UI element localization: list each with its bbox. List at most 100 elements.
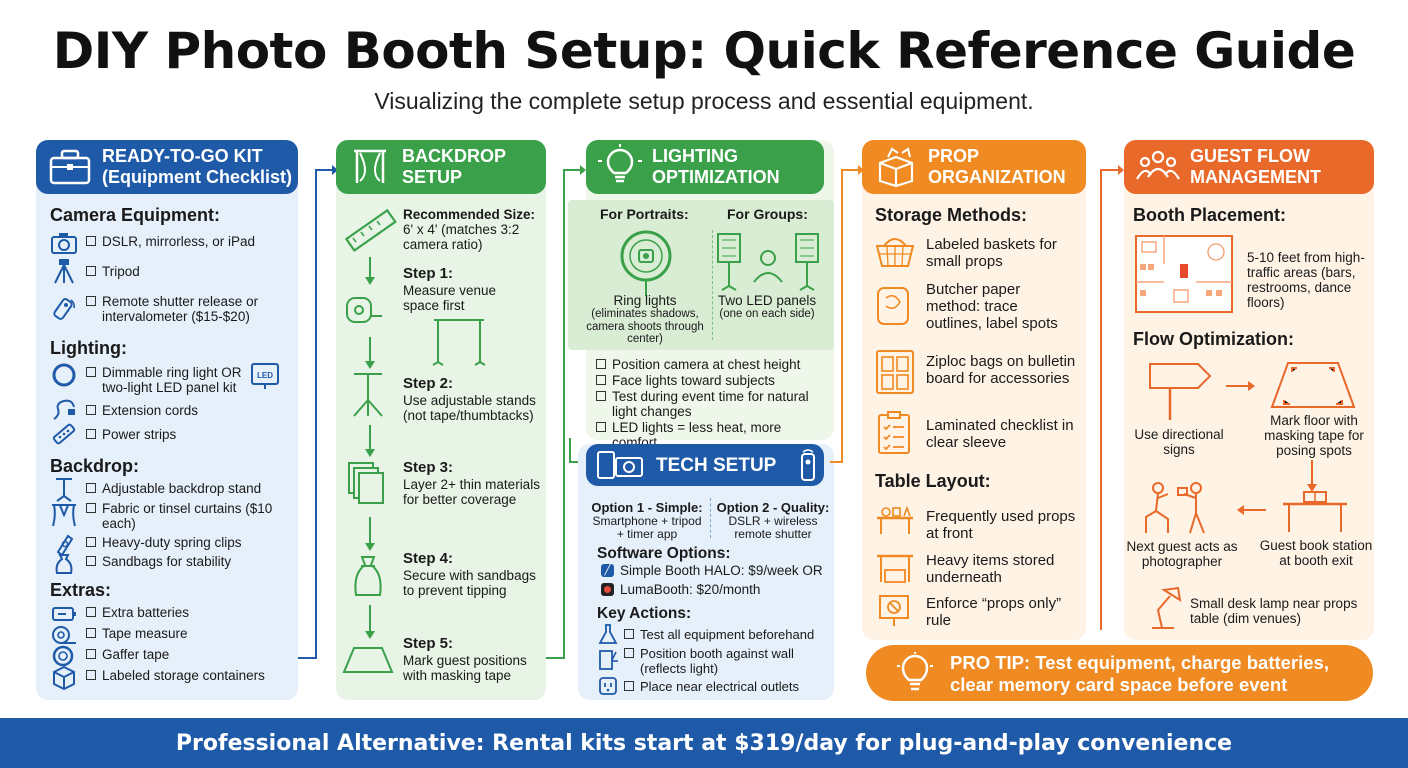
step-5-text: Mark guest positions with masking tape [403, 653, 527, 683]
led-panel-icon: LED [251, 363, 279, 389]
flow-arrow-right [1226, 381, 1255, 391]
table-item-3: Enforce “props only” rule [926, 595, 1062, 629]
checkbox [86, 367, 96, 377]
storage-item-3: Ziploc bags on bulletin board for access… [926, 353, 1076, 387]
storage-item-1: Labeled baskets for small props [926, 236, 1057, 270]
led-label: LED [257, 371, 273, 380]
kit-backdrop-item-2: Fabric or tinsel curtains ($10 each) [86, 501, 276, 531]
ruler-icon [344, 208, 397, 253]
footer-banner: Professional Alternative: Rental kits st… [0, 718, 1408, 768]
backdrop-size-text: 6' x 4' (matches 3:2 camera ratio) [403, 222, 520, 252]
backdrop-stand-icon [354, 149, 386, 183]
checkbox [86, 405, 96, 415]
placement-text: 5-10 feet from high-traffic areas (bars,… [1247, 250, 1365, 310]
pro-tip-text: PRO TIP: Test equipment, charge batterie… [950, 652, 1329, 695]
checkbox [596, 359, 606, 369]
software-title: Software Options: [597, 545, 731, 562]
table-underneath-icon [877, 554, 913, 583]
kit-lighting-title: Lighting: [50, 338, 127, 358]
step-4-text: Secure with sandbags to prevent tipping [403, 568, 536, 598]
checkbox [624, 629, 634, 639]
battery-icon [52, 607, 76, 621]
checklist-icon [878, 411, 910, 454]
kit-lighting-item-1: Dimmable ring light OR two-light LED pan… [86, 365, 246, 395]
lighting-tip-1: Position camera at chest height [596, 357, 826, 372]
software-item-2: LumaBooth: $20/month [620, 582, 761, 597]
kit-camera-item-1: DSLR, mirrorless, or iPad [86, 234, 291, 249]
kit-extras-item-3: Gaffer tape [86, 647, 291, 662]
backdrop-header-subtitle: SETUP [402, 167, 463, 187]
checkbox [86, 649, 96, 659]
step-5-title: Step 5: [403, 635, 454, 652]
kit-card [36, 140, 298, 700]
checkbox [86, 296, 96, 306]
kit-backdrop-item-1: Adjustable backdrop stand [86, 481, 291, 496]
kit-camera-item-2: Tripod [86, 264, 291, 279]
step-4-title: Step 4: [403, 550, 454, 567]
kit-extras-item-4: Labeled storage containers [86, 668, 291, 683]
checkbox [624, 681, 634, 691]
checkbox [86, 556, 96, 566]
tripod-icon [54, 259, 74, 284]
kit-backdrop-item-4: Sandbags for stability [86, 554, 291, 569]
placement-title: Booth Placement: [1133, 205, 1287, 225]
tech-card [578, 444, 834, 700]
guest-book-table-icon [1283, 491, 1347, 532]
table-front-icon [877, 505, 913, 534]
lamp-text: Small desk lamp near props table (dim ve… [1190, 596, 1358, 626]
wall-icon [599, 650, 618, 670]
pro-tip-banner [866, 645, 1373, 701]
people-icon [1136, 150, 1180, 180]
flow-arrow-down [1307, 460, 1317, 492]
step-3-title: Step 3: [403, 459, 454, 476]
lighting-compare-panel [568, 200, 834, 350]
software-item-1: Simple Booth HALO: $9/week OR [620, 563, 823, 578]
lighting-header-title: LIGHTING [652, 146, 738, 166]
kit-header: READY-TO-GO KIT(Equipment Checklist) [36, 140, 298, 194]
kit-lighting-item-2: Extension cords [86, 403, 291, 418]
checkbox [86, 607, 96, 617]
flask-icon [598, 624, 618, 644]
action-item-2: Position booth against wall (reflects li… [624, 646, 829, 676]
cord-icon [53, 399, 75, 420]
backdrop-size-title: Recommended Size: [403, 207, 536, 222]
portraits-title: For Portraits: [600, 206, 689, 222]
floor-tape-icon [1270, 362, 1356, 408]
ring-light-diagram-icon [620, 230, 672, 296]
flow-item-4: Guest book station at booth exit [1259, 538, 1373, 568]
checkbox [624, 648, 634, 658]
checkbox [596, 375, 606, 385]
outlet-icon [599, 677, 617, 695]
tripod-step-icon [353, 373, 383, 417]
table-item-1: Frequently used props at front [926, 508, 1076, 542]
toolbox-icon [49, 149, 91, 185]
kit-header-title: READY-TO-GO KIT [102, 146, 263, 166]
tech-option1-title: Option 1 - Simple: [591, 500, 703, 515]
connector-arrow-5 [1100, 165, 1124, 630]
connector-arrow-4 [830, 165, 864, 463]
props-header-title: PROP [928, 146, 980, 166]
stand-icon [56, 478, 72, 502]
groups-title: For Groups: [727, 206, 808, 222]
kit-header-subtitle: (Equipment Checklist) [102, 167, 293, 187]
checkbox [86, 537, 96, 547]
lighting-tip-3: Test during event time for natural light… [596, 389, 826, 419]
action-item-1: Test all equipment beforehand [624, 627, 829, 642]
kit-extras-item-1: Extra batteries [86, 605, 291, 620]
photographer-icon [1145, 482, 1205, 534]
ziploc-board-icon [876, 350, 914, 394]
props-header-subtitle: ORGANIZATION [928, 167, 1066, 187]
actions-title: Key Actions: [597, 605, 692, 622]
checkbox [86, 483, 96, 493]
action-item-3: Place near electrical outlets [624, 679, 829, 694]
ring-light-icon [52, 363, 76, 387]
kit-backdrop-title: Backdrop: [50, 456, 140, 476]
page-subtitle: Visualizing the complete setup process a… [374, 88, 1034, 114]
checkbox [86, 670, 96, 680]
kit-camera-title: Camera Equipment: [50, 205, 221, 225]
sandbag-step-icon [354, 556, 382, 596]
